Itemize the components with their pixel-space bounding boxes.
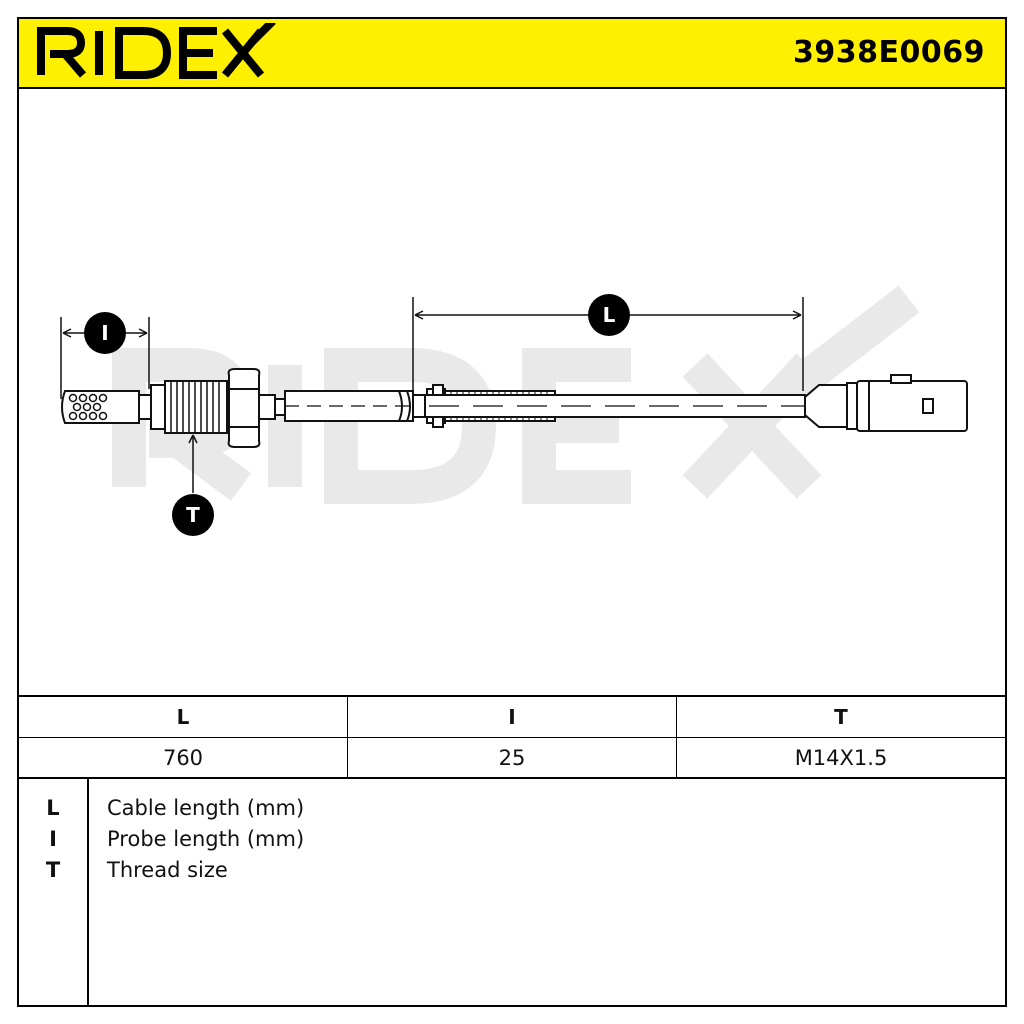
thread-leader	[188, 434, 198, 493]
legend-symbol: L	[46, 796, 60, 820]
ridex-watermark-logo	[112, 285, 920, 504]
legend: L Cable length (mm) I Probe length (mm) …	[19, 779, 1005, 1007]
legend-row: L Cable length (mm)	[19, 793, 1005, 823]
callout-thread-badge: T	[172, 494, 214, 536]
part-number: 3938E0069	[793, 35, 985, 70]
ridex-logo	[37, 23, 276, 79]
value-cell-cable-length: 760	[19, 738, 348, 778]
header-cell-t: T	[834, 705, 848, 729]
dimensions-value-row: 760 25 M14X1.5	[19, 738, 1005, 778]
legend-row: T Thread size	[19, 855, 1005, 885]
value-cell-probe-length: 25	[348, 738, 677, 778]
callout-probe-badge: I	[84, 312, 126, 354]
dimensions-table: L I T 760 25 M14X1.5	[19, 695, 1005, 779]
value-cell-thread-size: M14X1.5	[794, 746, 888, 770]
exhaust-gas-temperature-sensor-icon	[61, 368, 968, 448]
dimensions-header-row: L I T	[19, 697, 1005, 738]
header-cell-l: L	[19, 697, 348, 737]
legend-row: I Probe length (mm)	[19, 824, 1005, 854]
legend-description: Thread size	[107, 858, 228, 882]
header-cell-i: I	[348, 697, 677, 737]
legend-description: Probe length (mm)	[107, 827, 305, 851]
legend-symbol: T	[45, 858, 61, 882]
callout-cable-badge: L	[588, 294, 630, 336]
callout-cable-label: L	[603, 303, 616, 327]
datasheet-frame: 3938E0069	[17, 17, 1007, 1007]
technical-drawing: I L T	[19, 89, 1005, 695]
callout-thread-label: T	[186, 503, 200, 527]
header-band: 3938E0069	[19, 19, 1005, 89]
legend-description: Cable length (mm)	[107, 796, 305, 820]
legend-symbol: I	[49, 827, 57, 851]
legend-divider	[87, 779, 89, 1007]
callout-probe-label: I	[101, 321, 108, 345]
